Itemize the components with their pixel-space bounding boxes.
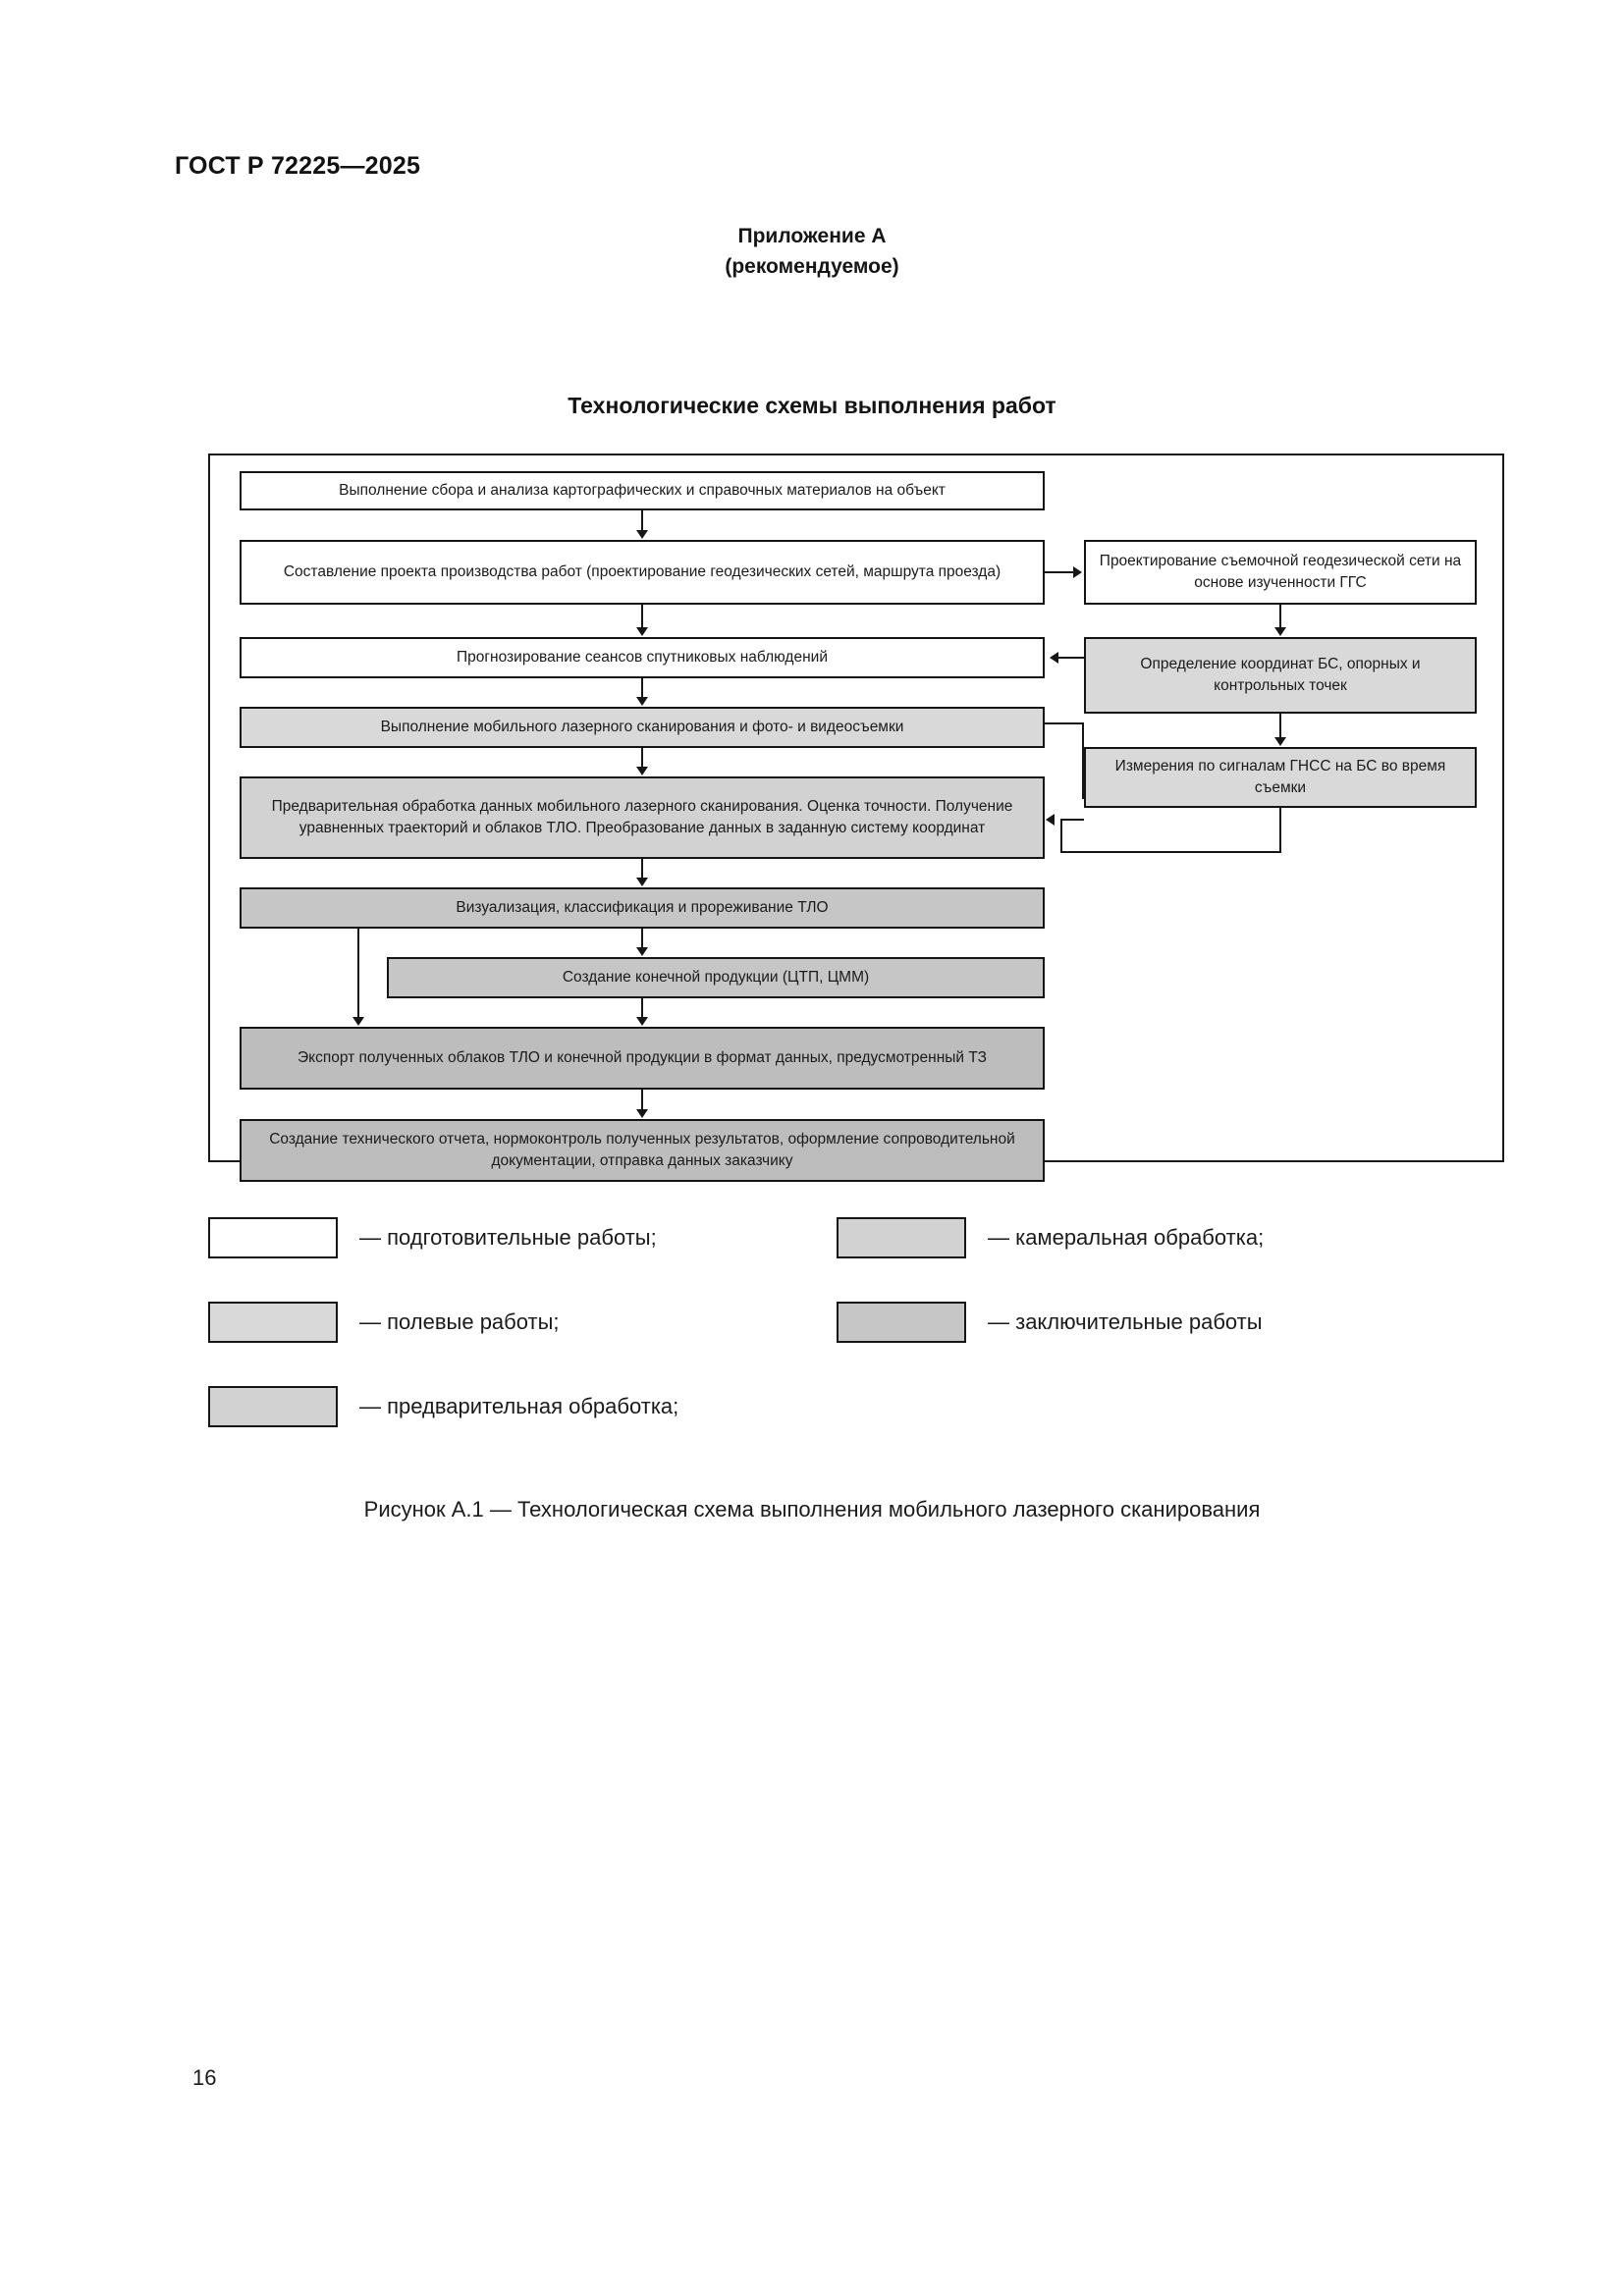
arrowhead-r2-n3 — [1050, 652, 1058, 664]
arrowhead-r3-n5 — [1046, 814, 1055, 826]
flow-node-visualization-classification: Визуализация, классификация и прореживан… — [240, 887, 1045, 929]
flow-node-survey-network-design: Проектирование съемочной геодезической с… — [1084, 540, 1477, 605]
connector-r3-to-n5 — [1060, 819, 1084, 821]
arrowhead-n4-n5 — [636, 767, 648, 775]
appendix-heading: Приложение А (рекомендуемое) — [0, 221, 1624, 282]
arrowhead-n7-n8 — [636, 1017, 648, 1026]
connector-n7-n8 — [641, 998, 643, 1018]
legend-item-final: — заключительные работы — [837, 1302, 1465, 1343]
connector-n3-n4 — [641, 678, 643, 698]
legend-item-preliminary: — предварительная обработка; — [208, 1386, 837, 1427]
connector-r3-loop-left — [1060, 851, 1281, 853]
legend-label-final: — заключительные работы — [988, 1309, 1263, 1334]
flow-node-work-project: Составление проекта производства работ (… — [240, 540, 1045, 605]
legend-row: — предварительная обработка; — [208, 1386, 1504, 1427]
flow-node-export-clouds: Экспорт полученных облаков ТЛО и конечно… — [240, 1027, 1045, 1090]
legend-label-office: — камеральная обработка; — [988, 1225, 1265, 1250]
arrowhead-n2-n3 — [636, 627, 648, 636]
page-number: 16 — [192, 2065, 217, 2090]
legend-label-preliminary: — предварительная обработка; — [359, 1394, 679, 1418]
appendix-title: Приложение А — [737, 225, 887, 247]
connector-n4-n5 — [641, 748, 643, 768]
arrowhead-n6-n8-bypass — [352, 1017, 364, 1026]
connector-n1-n2 — [641, 510, 643, 531]
flow-node-final-product-creation: Создание конечной продукции (ЦТП, ЦММ) — [387, 957, 1045, 998]
flow-node-gnss-measurements: Измерения по сигналам ГНСС на БС во врем… — [1084, 747, 1477, 808]
connector-n4-rail-top — [1045, 722, 1084, 724]
section-title: Технологические схемы выполнения работ — [568, 393, 1056, 418]
flow-node-preliminary-processing: Предварительная обработка данных мобильн… — [240, 776, 1045, 859]
legend-swatch-preparatory — [208, 1217, 338, 1258]
flowchart-container: Выполнение сбора и анализа картографичес… — [208, 454, 1504, 1182]
legend: — подготовительные работы; — камеральная… — [208, 1217, 1504, 1470]
connector-n2-r1 — [1045, 571, 1074, 573]
connector-n6-n7 — [641, 929, 643, 948]
arrowhead-n1-n2 — [636, 530, 648, 539]
arrowhead-n5-n6 — [636, 878, 648, 886]
legend-item-office: — камеральная обработка; — [837, 1217, 1465, 1258]
arrowhead-r1-r2 — [1274, 627, 1286, 636]
connector-n4-rail-vertical — [1082, 722, 1084, 799]
connector-r2-n3 — [1058, 657, 1086, 659]
connector-n8-n9 — [641, 1090, 643, 1110]
legend-swatch-final — [837, 1302, 966, 1343]
legend-label-field: — полевые работы; — [359, 1309, 560, 1334]
flow-node-collection-analysis: Выполнение сбора и анализа картографичес… — [240, 471, 1045, 510]
legend-swatch-field — [208, 1302, 338, 1343]
connector-n6-n8-bypass — [357, 929, 359, 1018]
flow-node-satellite-session-forecast: Прогнозирование сеансов спутниковых набл… — [240, 637, 1045, 678]
flow-node-technical-report: Создание технического отчета, нормоконтр… — [240, 1119, 1045, 1182]
flowchart-canvas: Выполнение сбора и анализа картографичес… — [210, 455, 1502, 1182]
figure-caption: Рисунок А.1 — Технологическая схема выпо… — [363, 1497, 1261, 1522]
legend-item-field: — полевые работы; — [208, 1302, 837, 1343]
connector-r2-r3 — [1279, 714, 1281, 738]
flow-node-base-station-coordinates: Определение координат БС, опорных и конт… — [1084, 637, 1477, 714]
connector-n5-n6 — [641, 859, 643, 879]
arrowhead-r2-r3 — [1274, 737, 1286, 746]
connector-r1-r2 — [1279, 605, 1281, 628]
legend-label-preparatory: — подготовительные работы; — [359, 1225, 657, 1250]
connector-n2-n3 — [641, 605, 643, 628]
document-standard-header: ГОСТ Р 72225—2025 — [175, 152, 421, 180]
arrowhead-n3-n4 — [636, 697, 648, 706]
legend-swatch-preliminary — [208, 1386, 338, 1427]
legend-row: — полевые работы; — заключительные работ… — [208, 1302, 1504, 1343]
legend-item-preparatory: — подготовительные работы; — [208, 1217, 837, 1258]
legend-row: — подготовительные работы; — камеральная… — [208, 1217, 1504, 1258]
flow-node-mobile-laser-scanning: Выполнение мобильного лазерного сканиров… — [240, 707, 1045, 748]
arrowhead-n2-r1 — [1073, 566, 1082, 578]
connector-r3-loop-down — [1279, 808, 1281, 853]
appendix-subtitle: (рекомендуемое) — [725, 255, 899, 278]
arrowhead-n6-n7 — [636, 947, 648, 956]
arrowhead-n8-n9 — [636, 1109, 648, 1118]
legend-swatch-office — [837, 1217, 966, 1258]
connector-r3-loop-up — [1060, 819, 1062, 853]
